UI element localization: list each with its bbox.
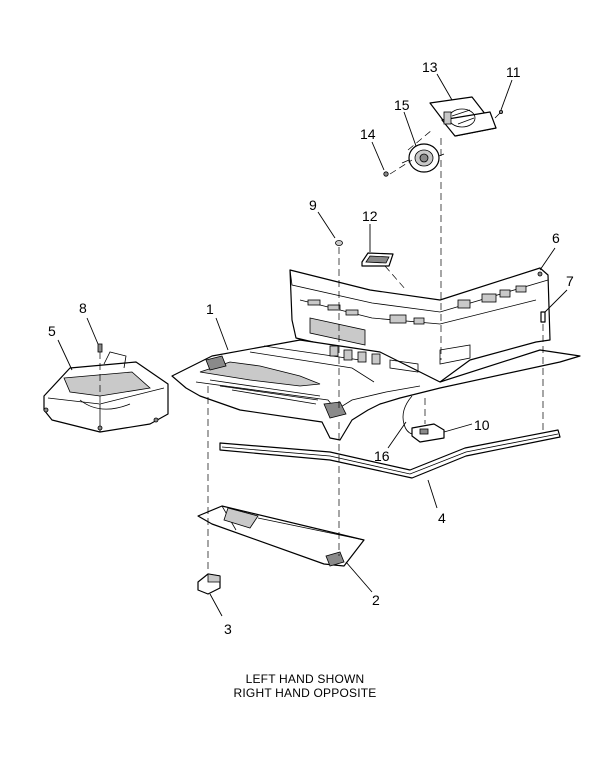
part-6-upper-trim-panel bbox=[289, 267, 551, 383]
part-11-screw bbox=[494, 110, 503, 119]
part-15-speaker bbox=[401, 143, 445, 173]
callout-4: 4 bbox=[438, 510, 446, 526]
part-7-pin bbox=[540, 311, 546, 323]
callout-7: 7 bbox=[566, 273, 574, 289]
part-2-cover-panel bbox=[197, 505, 365, 567]
part-4-sill-strip bbox=[219, 429, 561, 479]
part-14-screw bbox=[383, 171, 389, 177]
callout-12: 12 bbox=[362, 208, 378, 224]
callout-10: 10 bbox=[474, 417, 490, 433]
part-5-storage-box bbox=[43, 351, 169, 433]
callout-16: 16 bbox=[374, 448, 390, 464]
caption-line-1: LEFT HAND SHOWN bbox=[245, 672, 365, 686]
alignment-lines bbox=[99, 129, 544, 572]
callout-5: 5 bbox=[48, 323, 56, 339]
callout-11: 11 bbox=[506, 64, 521, 80]
leader-lines bbox=[57, 73, 568, 617]
part-9-clip bbox=[335, 240, 343, 246]
caption-line-2: RIGHT HAND OPPOSITE bbox=[233, 686, 377, 700]
part-12-seal bbox=[361, 252, 394, 267]
callout-3: 3 bbox=[224, 621, 232, 637]
callout-9: 9 bbox=[309, 197, 317, 213]
part-16-harness bbox=[402, 395, 413, 435]
callout-1: 1 bbox=[206, 301, 214, 317]
callout-14: 14 bbox=[360, 126, 376, 142]
part-10-switch bbox=[411, 423, 445, 443]
callout-13: 13 bbox=[422, 59, 438, 75]
callout-2: 2 bbox=[372, 592, 380, 608]
callout-labels: 1 2 3 4 5 6 7 8 9 10 11 12 13 14 15 16 bbox=[48, 59, 574, 637]
part-13-bracket bbox=[429, 96, 497, 137]
callout-6: 6 bbox=[552, 230, 560, 246]
callout-15: 15 bbox=[394, 97, 410, 113]
part-3-clip bbox=[197, 573, 221, 595]
part-1-lower-trim-panel bbox=[171, 339, 581, 441]
callout-8: 8 bbox=[79, 300, 87, 316]
part-8-pin bbox=[97, 343, 103, 353]
